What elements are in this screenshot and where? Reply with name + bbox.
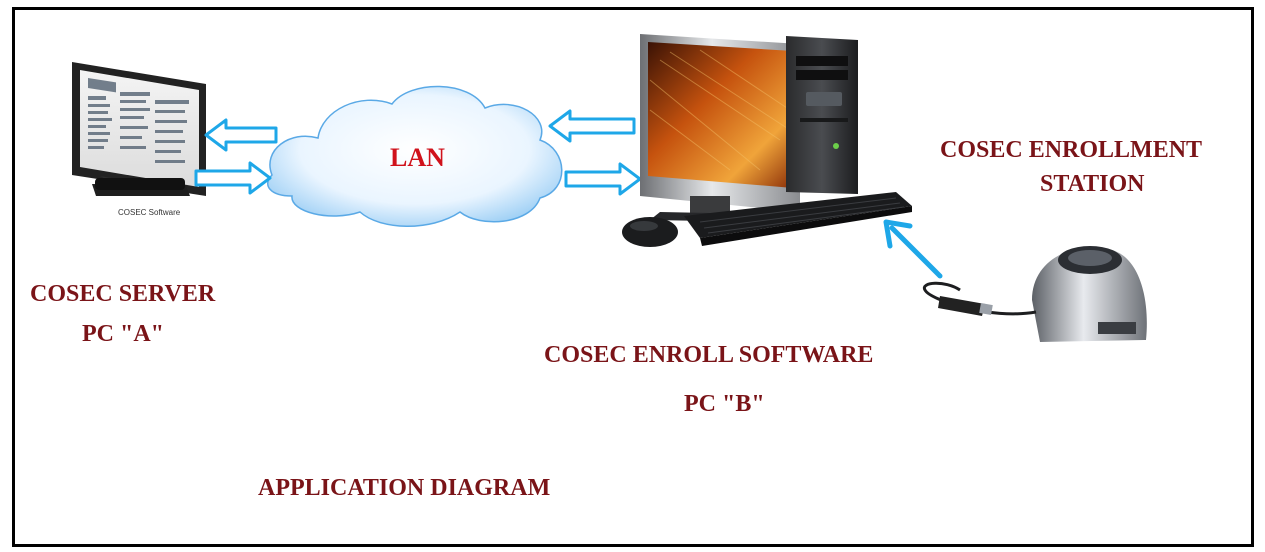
arrow-pcb-to-lan xyxy=(548,109,636,143)
enrollment-station-line2: STATION xyxy=(1040,171,1145,197)
server-label-line2: PC "A" xyxy=(82,321,164,347)
arrow-reader-to-pcb xyxy=(883,219,943,279)
server-monitor xyxy=(72,62,206,196)
lan-cloud xyxy=(267,85,563,227)
server-label-line1: COSEC SERVER xyxy=(30,281,216,307)
fingerprint-reader xyxy=(922,246,1147,342)
arrow-lan-to-server xyxy=(204,118,278,152)
desktop-computer xyxy=(622,34,912,247)
server-monitor-caption: COSEC Software xyxy=(118,208,181,217)
lan-label: LAN xyxy=(390,143,445,172)
diagram-caption: APPLICATION DIAGRAM xyxy=(258,475,551,501)
enroll-software-line2: PC "B" xyxy=(684,391,765,417)
arrow-lan-to-pcb xyxy=(564,162,642,196)
enrollment-station-line1: COSEC ENROLLMENT xyxy=(940,137,1203,163)
arrow-server-to-lan xyxy=(194,161,272,195)
enroll-software-line1: COSEC ENROLL SOFTWARE xyxy=(544,342,874,368)
